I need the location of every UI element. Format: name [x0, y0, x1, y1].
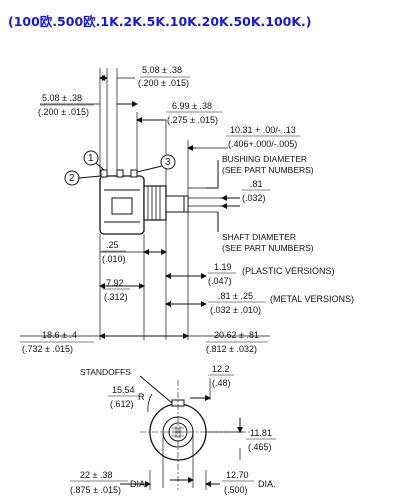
- side-view: [20, 68, 270, 340]
- dimension-label: DIA.: [130, 479, 148, 489]
- dimension-label: (.812 ± .032): [206, 344, 257, 354]
- front-view: [120, 375, 250, 490]
- dimension-label: R: [138, 392, 145, 402]
- dimension-label: (.010): [102, 254, 126, 264]
- dimension-label: (.047): [208, 276, 232, 286]
- terminal-3-label: 3: [165, 157, 171, 168]
- dimension-label: (.612): [110, 399, 134, 409]
- dimension-label: (.732 ± .015): [22, 344, 73, 354]
- dimension-label: STANDOFFS: [80, 367, 131, 377]
- dimension-label: (.275 ± .015): [167, 115, 218, 125]
- side-view-labels: 5.08 ± .38 (.200 ± .015) 5.08 ± .38 (.20…: [20, 65, 354, 354]
- dimension-label: (.500): [224, 485, 248, 495]
- terminal-2-label: 2: [69, 173, 75, 184]
- dimension-label: (.406+.000/-.005): [228, 139, 297, 149]
- dimension-label: (SEE PART NUMBERS): [222, 243, 314, 253]
- terminal-pin: [116, 169, 124, 178]
- dimension-label: .81 ± .25: [218, 291, 253, 301]
- dimension-label: DIA.: [258, 479, 276, 489]
- dimension-label: (.200 ± .015): [138, 78, 189, 88]
- dimension-label: (.032): [242, 193, 266, 203]
- dimension-label: 12.70: [226, 470, 249, 480]
- dimension-label: (.200 ± .015): [38, 107, 89, 117]
- dimension-label: 10.31 + .00/- .13: [230, 125, 296, 135]
- dimension-label: 11.81: [250, 428, 272, 438]
- dimension-label: 15.54: [112, 385, 135, 395]
- bushing: [143, 185, 167, 221]
- dimension-label: 22 ± .38: [80, 470, 112, 480]
- terminal-pin: [130, 169, 138, 178]
- dimension-label: (.465): [248, 442, 272, 452]
- dimension-label: 1.19: [214, 262, 232, 272]
- dimension-label: (.48): [212, 378, 231, 388]
- dimension-label: (SEE PART NUMBERS): [222, 165, 314, 175]
- dimension-label: 20.62 ± .81: [214, 330, 259, 340]
- dimension-label: .81: [250, 179, 263, 189]
- terminal-callouts: 1 2 3: [64, 150, 176, 186]
- dimension-label: (.875 ± .015): [70, 485, 121, 495]
- resistance-values-header: (100欧.500欧.1K.2K.5K.10K.20K.50K.100K.): [8, 14, 312, 29]
- dimension-label: (.032 ± .010): [210, 305, 261, 315]
- dimension-label: (PLASTIC VERSIONS): [242, 266, 335, 276]
- dimension-label: (METAL VERSIONS): [270, 294, 354, 304]
- dimension-label: 5.08 ± .38: [142, 65, 182, 75]
- dimension-label: BUSHING DIAMETER: [222, 154, 307, 164]
- front-view-labels: STANDOFFS 15.54 (.612) R 12.2 (.48) 11.8…: [70, 364, 276, 495]
- dimension-label: 5.08 ± .38: [42, 93, 82, 103]
- dimension-label: 18.6 ± .4: [42, 330, 77, 340]
- dimension-label: (.312): [104, 292, 128, 302]
- dimension-label: SHAFT DIAMETER: [222, 232, 296, 242]
- terminal-pin: [100, 169, 108, 178]
- terminal-1-label: 1: [88, 153, 94, 164]
- dimension-label: 7.92: [106, 278, 124, 288]
- dimension-label: 6.99 ± .38: [172, 101, 212, 111]
- dimension-label: .25: [106, 240, 119, 250]
- dimension-label: 12.2: [212, 364, 230, 374]
- shaft: [165, 195, 189, 213]
